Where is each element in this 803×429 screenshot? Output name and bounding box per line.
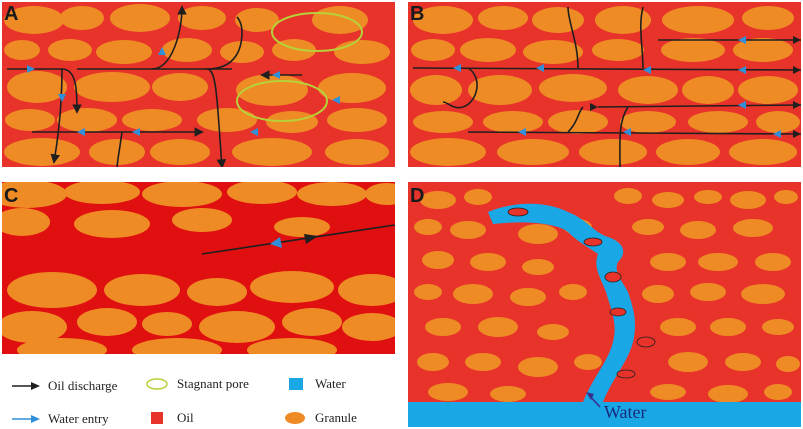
panel-c: C [2, 182, 395, 354]
oil-swatch-icon [151, 412, 163, 424]
stagnant-pore-icon [146, 378, 168, 390]
legend-granule: Granule [283, 410, 357, 426]
legend-water-entry-label: Water entry [48, 411, 109, 426]
panel-a-figure [2, 2, 395, 167]
panel-a: A [2, 2, 395, 167]
legend-oil-discharge: Oil discharge [12, 378, 117, 394]
panel-b: B [408, 2, 801, 167]
black-arrow-icon [12, 382, 40, 390]
legend-water-entry: Water entry [12, 411, 109, 427]
legend-oil-discharge-label: Oil discharge [48, 378, 118, 393]
panel-b-label: B [410, 3, 425, 25]
panel-a-label: A [4, 3, 19, 25]
panel-c-label: C [4, 185, 19, 207]
panel-d-figure [408, 182, 801, 427]
blue-arrow-icon [12, 415, 40, 423]
legend-water: Water [283, 376, 346, 392]
legend-granule-label: Granule [315, 410, 357, 425]
legend-stagnant-pore-label: Stagnant pore [177, 376, 249, 391]
panel-d-label: D [410, 185, 425, 207]
panel-d: D Water [408, 182, 801, 427]
legend-oil-label: Oil [177, 410, 194, 425]
water-channel-label: Water [604, 402, 647, 422]
legend-water-label: Water [315, 376, 346, 391]
granule-swatch-icon [285, 412, 305, 424]
panel-c-figure [2, 182, 395, 354]
legend-stagnant-pore: Stagnant pore [145, 376, 249, 392]
water-swatch-icon [289, 378, 303, 390]
panel-b-figure [408, 2, 801, 167]
legend-oil: Oil [145, 410, 194, 426]
